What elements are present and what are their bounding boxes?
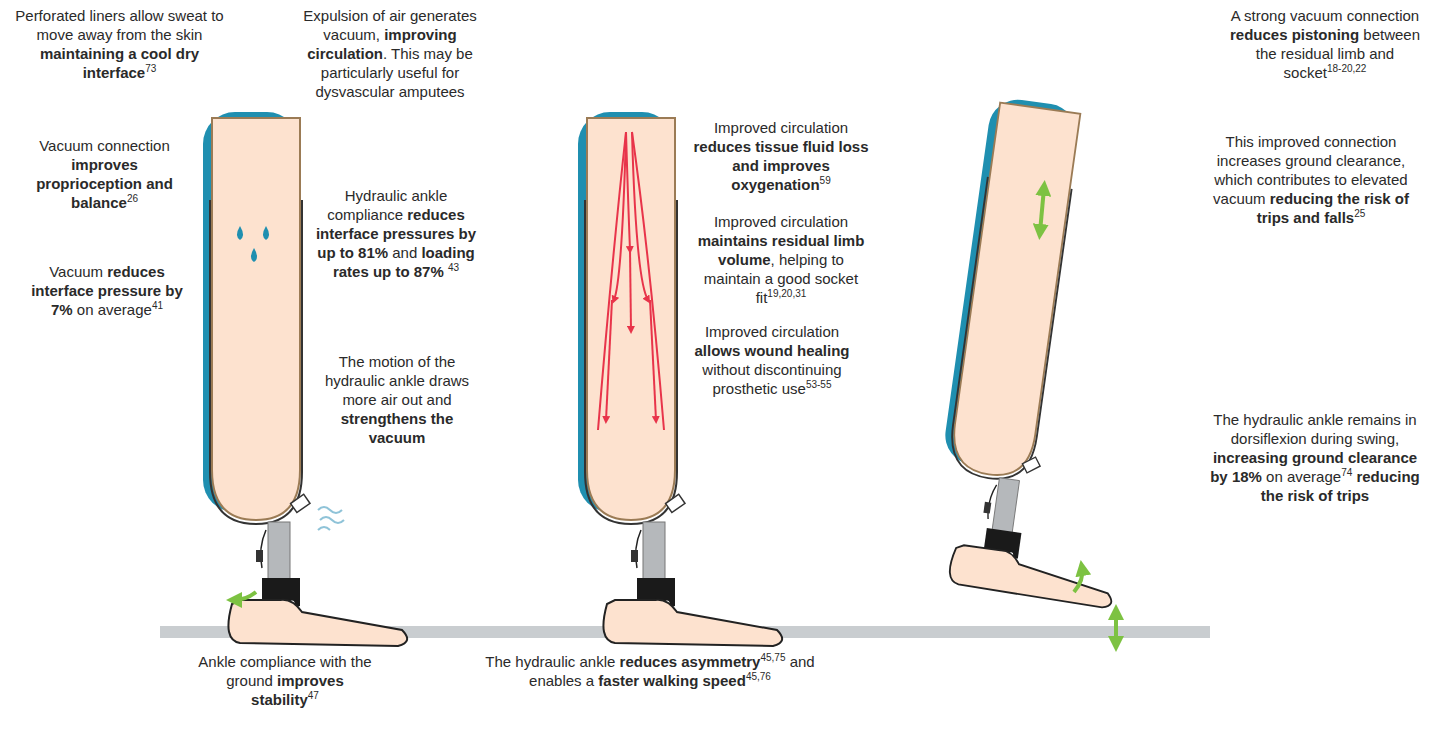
annotation: Vacuum connection improves proprioceptio…: [22, 136, 187, 212]
annotation-text: Improved circulation: [714, 119, 848, 136]
reference-number: 74: [1341, 467, 1352, 478]
annotation-text: The hydraulic ankle remains in dorsiflex…: [1213, 411, 1416, 447]
annotation-text: reduces asymmetry: [620, 653, 761, 670]
annotation-text: The hydraulic ankle: [485, 653, 615, 670]
motion-arrow: [1074, 568, 1082, 592]
reference-number: 59: [820, 175, 831, 186]
annotation-text: strengthens the vacuum: [341, 410, 454, 446]
circulation-arrows: [598, 132, 664, 430]
reference-number: 47: [308, 690, 319, 701]
reference-number: 41: [152, 300, 163, 311]
annotation: Expulsion of air generates vacuum, impro…: [290, 6, 490, 101]
annotation-text: Improved circulation: [714, 213, 848, 230]
annotation-text: faster walking speed: [598, 672, 746, 689]
motion-arrow: [1040, 188, 1044, 232]
annotation-text: Improved circulation: [705, 323, 839, 340]
annotation-text: reducing the risk of trips and falls: [1257, 190, 1409, 226]
reference-number: 53-55: [806, 379, 832, 390]
annotation-text: Vacuum connection: [39, 137, 170, 154]
annotation: The hydraulic ankle remains in dorsiflex…: [1205, 410, 1425, 505]
annotation: Improved circulation reduces tissue flui…: [692, 118, 870, 194]
annotation-text: Perforated liners allow sweat to move aw…: [15, 7, 223, 43]
annotation-text: reduces pistoning: [1230, 26, 1359, 43]
annotation-text: maintaining a cool dry interface: [40, 45, 199, 81]
reference-number: 73: [145, 63, 156, 74]
annotation: Improved circulation allows wound healin…: [692, 322, 852, 398]
annotation: Vacuum reduces interface pressure by 7% …: [22, 262, 192, 319]
reference-number: 25: [1354, 208, 1365, 219]
reference-number: 45,76: [746, 671, 771, 682]
annotation: The hydraulic ankle reduces asymmetry45,…: [470, 652, 830, 690]
annotation-text: A strong vacuum connection: [1231, 7, 1419, 24]
reference-number: 43: [448, 262, 459, 273]
reference-number: 45,75: [760, 652, 785, 663]
air-puff: [318, 507, 344, 530]
annotation-text: The motion of the hydraulic ankle draws …: [325, 353, 469, 408]
annotation: Improved circulation maintains residual …: [692, 212, 870, 307]
reference-number: 19,20,31: [767, 288, 806, 299]
annotation: The motion of the hydraulic ankle draws …: [318, 352, 476, 447]
prosthetic-leg: [924, 96, 1178, 609]
annotation: A strong vacuum connection reduces pisto…: [1225, 6, 1425, 82]
annotation-text: on average: [77, 301, 152, 318]
annotation-text: Vacuum: [49, 263, 103, 280]
annotation-text: and: [392, 244, 417, 261]
sweat-drops: [237, 226, 269, 262]
annotation: Hydraulic ankle compliance reduces inter…: [312, 186, 480, 281]
motion-arrow: [234, 592, 256, 600]
annotation-text: allows wound healing: [694, 342, 849, 359]
reference-number: 18-20,22: [1327, 63, 1366, 74]
annotation: Perforated liners allow sweat to move aw…: [12, 6, 227, 82]
annotation: This improved connection increases groun…: [1198, 132, 1424, 227]
annotation: Ankle compliance with the ground improve…: [195, 652, 375, 709]
annotation-text: on average: [1266, 468, 1341, 485]
annotation-text: reduces tissue fluid loss and improves o…: [693, 138, 868, 193]
reference-number: 26: [127, 193, 138, 204]
clearance-arrow: [1114, 612, 1118, 644]
annotation-text: improves proprioception and balance: [36, 156, 173, 211]
